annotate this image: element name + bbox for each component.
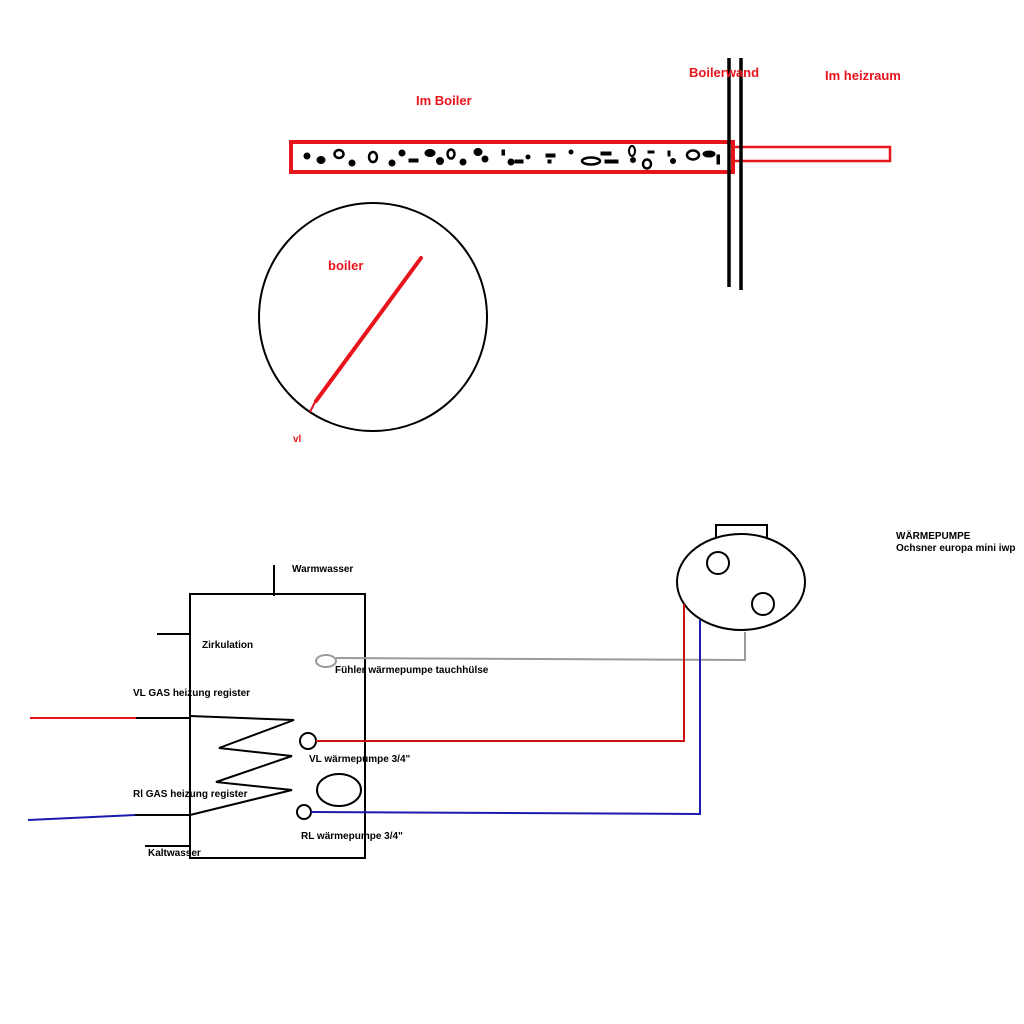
label-wp-title: WÄRMEPUMPE xyxy=(896,529,971,542)
tank-body xyxy=(189,593,366,859)
sensor-granules xyxy=(303,145,720,170)
heating-coil xyxy=(189,715,295,816)
inspection-flange xyxy=(316,773,362,807)
sensor-tube-inside xyxy=(289,140,735,174)
label-rl-gas: Rl GAS heizung register xyxy=(133,789,248,800)
heat-pump-port-2 xyxy=(751,592,775,616)
label-rl-wp: RL wärmepumpe 3/4" xyxy=(301,831,403,842)
sensor-rod-tip xyxy=(309,399,317,413)
heat-pump-port-1 xyxy=(706,551,730,575)
sensor-rod xyxy=(314,256,423,403)
rl-wp-connection xyxy=(296,804,312,820)
sensor-cable xyxy=(335,632,746,662)
label-im-heizraum: Im heizraum xyxy=(825,68,901,83)
rl-wp-pipe xyxy=(310,620,701,816)
vl-wp-pipe xyxy=(316,604,685,742)
heat-pump-pipes xyxy=(310,604,746,816)
label-im-boiler: Im Boiler xyxy=(416,93,472,108)
boiler-cross-section: boiler vl xyxy=(258,202,488,445)
vl-wp-connection xyxy=(299,732,317,750)
label-kaltwasser: Kaltwasser xyxy=(148,848,201,859)
label-vl-wp: VL wärmepumpe 3/4" xyxy=(309,754,411,765)
label-boiler: boiler xyxy=(328,258,363,273)
sensor-well xyxy=(315,654,337,668)
heat-pump: WÄRMEPUMPE Ochsner europa mini iwp xyxy=(676,524,1015,631)
heat-pump-body xyxy=(676,533,806,631)
label-zirkulation: Zirkulation xyxy=(202,640,253,651)
label-warmwasser: Warmwasser xyxy=(292,564,353,575)
boiler-outline xyxy=(258,202,488,432)
gas-rl-pipe xyxy=(27,814,136,821)
sensor-tube-outside xyxy=(731,145,892,163)
label-boilerwand: Boilerwand xyxy=(689,65,759,80)
sensor-tube-diagram: Im Boiler Boilerwand Im heizraum xyxy=(289,58,901,290)
label-fuehler: Fühler wärmepumpe tauchhülse xyxy=(335,665,489,676)
label-vl: vl xyxy=(293,434,302,445)
label-wp-model: Ochsner europa mini iwp xyxy=(896,543,1015,554)
label-vl-gas: VL GAS heizung register xyxy=(133,688,250,699)
hot-water-tank: Warmwasser Zirkulation Fühler wärmepumpe… xyxy=(27,564,489,859)
